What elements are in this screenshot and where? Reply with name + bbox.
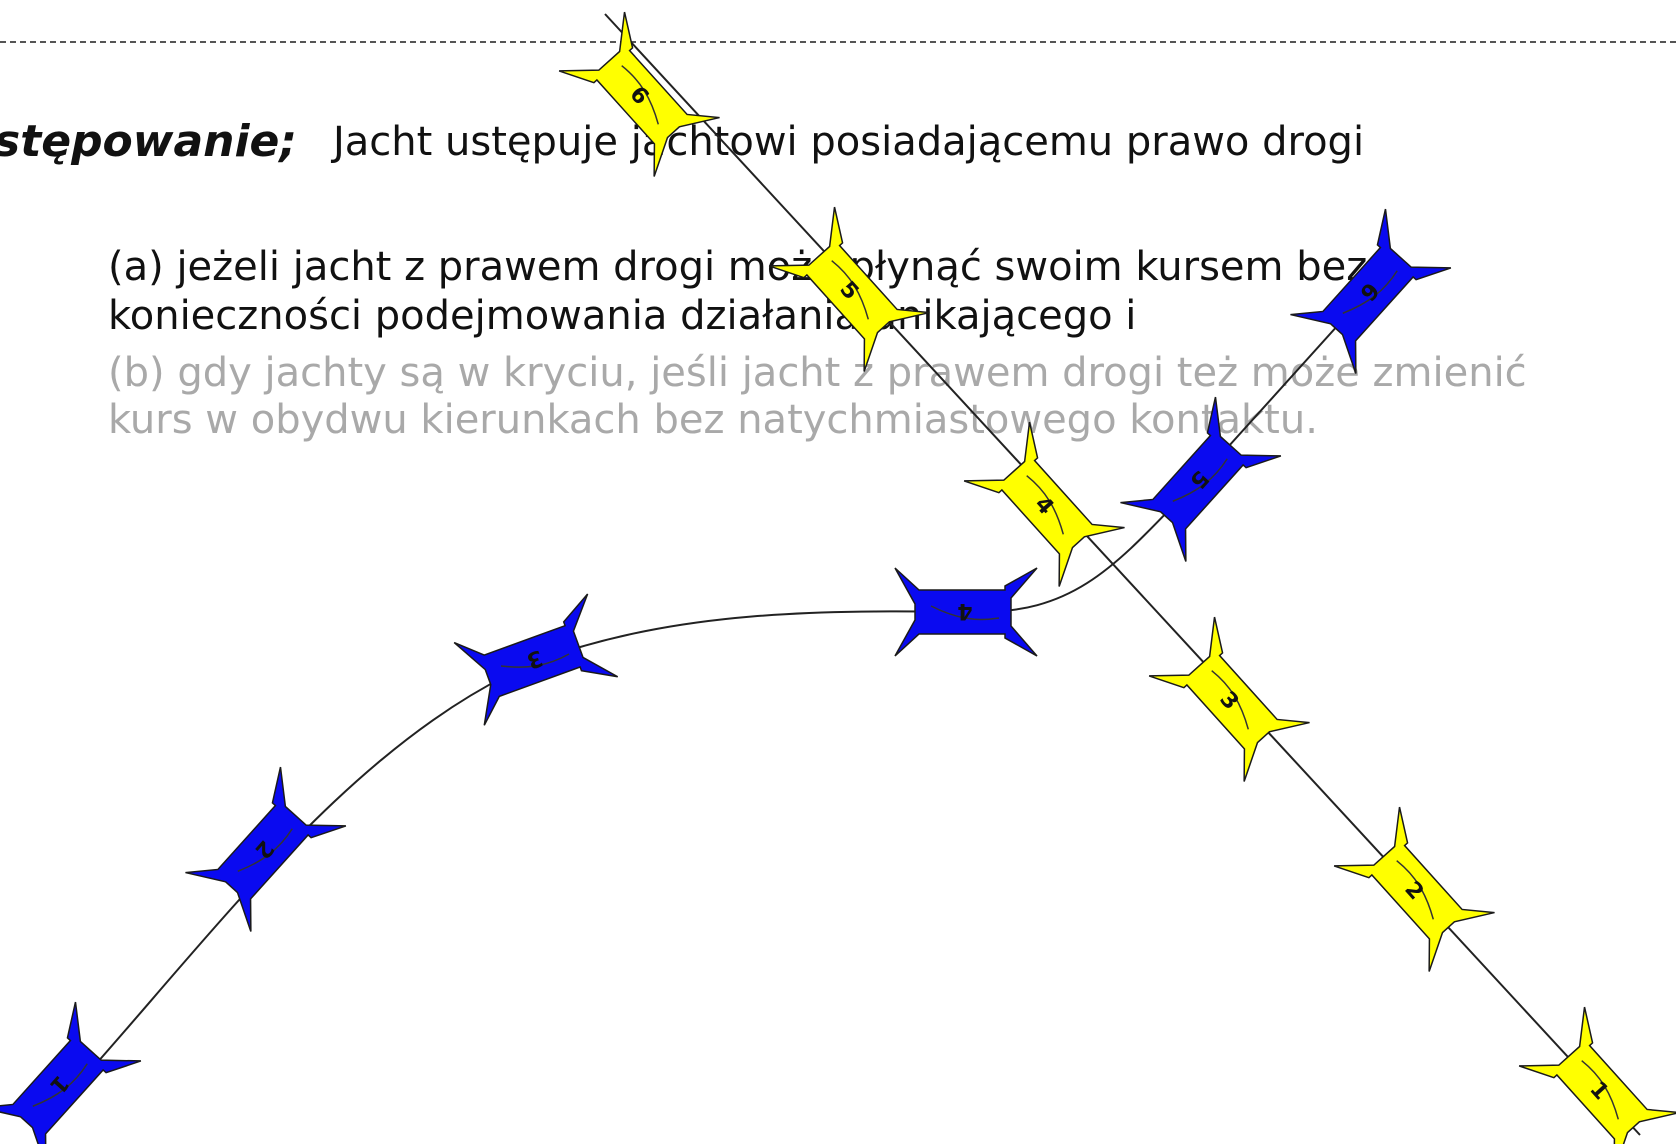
yellow-yacht-2-sail — [1396, 860, 1435, 920]
blue-yacht-1: 1 — [0, 1001, 142, 1144]
yellow-yacht-5-sail — [831, 260, 870, 320]
yellow-yacht-3-sail — [1211, 670, 1250, 730]
clause-b-line-2: kurs w obydwu kierunkach bez natychmiast… — [108, 397, 1318, 443]
blue-yacht-5-sail — [1172, 458, 1228, 502]
yellow-yacht-6-hull — [558, 11, 720, 177]
blue-yacht-3-sail — [500, 653, 570, 668]
blue-yacht-5-hull — [1120, 396, 1282, 562]
yellow-yacht-1-sail — [1581, 1060, 1620, 1120]
blue-yacht-1-hull — [0, 1001, 142, 1144]
blue-yacht-6: 6 — [1290, 208, 1452, 374]
yellow-yacht-4: 4 — [963, 421, 1125, 587]
blue-yacht-6-sail — [1342, 270, 1398, 314]
yellow-yacht-1: 1 — [1518, 1006, 1676, 1144]
yellow-yacht-6: 6 — [558, 11, 720, 177]
yellow-yacht-3: 3 — [1148, 616, 1310, 782]
clause-a-line-2: konieczności podejmowania działania unik… — [108, 293, 1137, 339]
blue-yacht-4-sail — [930, 605, 1000, 621]
blue-yacht-6-hull — [1290, 208, 1452, 374]
tracks — [54, 13, 1641, 1136]
yellow-yacht-4-hull — [963, 421, 1125, 587]
blue-yacht-2-hull — [185, 766, 347, 932]
blue-yacht-4-number: 4 — [957, 598, 972, 623]
yellow-yacht-track — [604, 13, 1641, 1136]
definition-text: Jacht ustępuje jachtowi posiadającemu pr… — [333, 119, 1365, 165]
yellow-yacht-3-hull — [1148, 616, 1310, 782]
blue-yacht-5: 5 — [1120, 396, 1282, 562]
yellow-yacht-5: 5 — [768, 206, 930, 372]
blue-yacht-2-sail — [237, 828, 293, 872]
blue-yacht-3-hull — [453, 593, 619, 726]
title-divider — [0, 41, 1676, 43]
blue-yacht-4-hull — [894, 567, 1038, 657]
blue-yacht-3: 3 — [453, 593, 619, 726]
blue-yacht-4: 4 — [894, 567, 1038, 657]
blue-yacht-1-sail — [32, 1063, 88, 1107]
yellow-yacht-2-hull — [1333, 806, 1495, 972]
definition-term: stępowanie; — [0, 116, 297, 167]
yellow-yacht-6-sail — [621, 65, 660, 125]
clause-b-line-1: (b) gdy jachty są w kryciu, jeśli jacht … — [108, 350, 1527, 396]
yellow-yacht-4-sail — [1026, 475, 1065, 535]
yellow-yacht-2: 2 — [1333, 806, 1495, 972]
yellow-yacht-5-hull — [768, 206, 930, 372]
clause-a-line-1: (a) jeżeli jacht z prawem drogi może pły… — [108, 244, 1368, 290]
blue-yacht-2: 2 — [185, 766, 347, 932]
yellow-yacht-1-hull — [1518, 1006, 1676, 1144]
